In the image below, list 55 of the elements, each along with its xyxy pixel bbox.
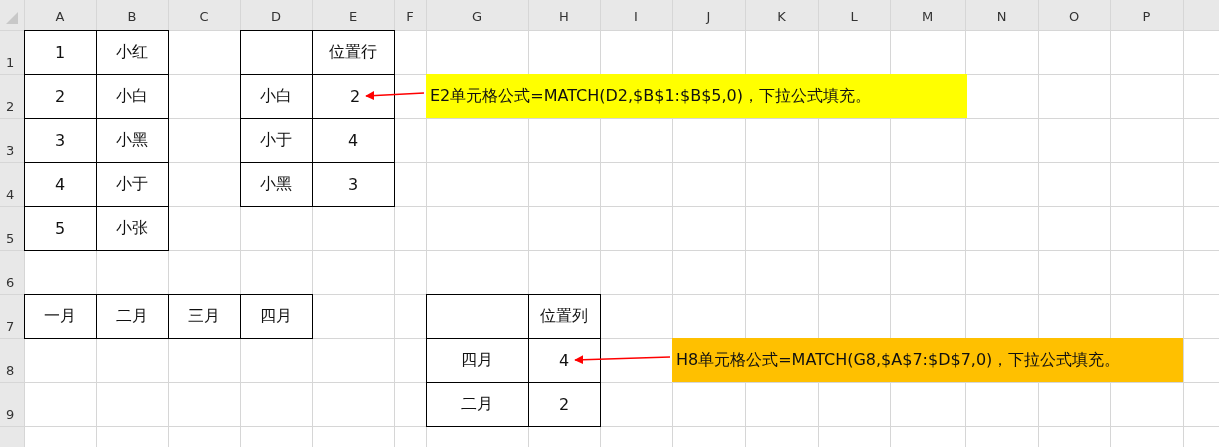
cell-value: 3 xyxy=(54,130,66,150)
cell-value: 小于 xyxy=(116,173,148,195)
row-number: 8 xyxy=(6,363,15,378)
column-header: D xyxy=(271,8,281,24)
cell-value: 2 xyxy=(343,86,367,106)
cell-value: 小红 xyxy=(116,41,148,63)
cell-value: 三月 xyxy=(188,305,220,327)
column-header: A xyxy=(55,8,65,24)
cell-value: 5 xyxy=(54,218,66,238)
cell-value: 小黑 xyxy=(260,173,292,195)
formula-note: H8单元格公式=MATCH(G8,$A$7:$D$7,0)，下拉公式填充。 xyxy=(672,338,1183,382)
column-header: N xyxy=(996,8,1007,24)
cell-value: 位置行 xyxy=(329,41,377,63)
column-header: P xyxy=(1142,8,1151,24)
cell-value: 4 xyxy=(54,174,66,194)
cell-value: 二月 xyxy=(461,393,493,415)
cell-value: 小白 xyxy=(260,85,292,107)
column-header: H xyxy=(559,8,569,24)
column-header: E xyxy=(348,8,358,24)
cell-value: 4 xyxy=(552,350,576,370)
column-header: C xyxy=(199,8,209,24)
cell-value: 小于 xyxy=(260,129,292,151)
arrow xyxy=(574,355,671,365)
row-number: 2 xyxy=(6,99,15,114)
cell-value: 小黑 xyxy=(116,129,148,151)
formula-note: E2单元格公式=MATCH(D2,$B$1:$B$5,0)，下拉公式填充。 xyxy=(426,74,967,118)
column-header: M xyxy=(921,8,934,24)
cell-value: 小白 xyxy=(116,85,148,107)
cell-value: 2 xyxy=(558,394,570,414)
row-number: 4 xyxy=(6,187,15,202)
cell-value: 4 xyxy=(347,130,359,150)
cell-value: 2 xyxy=(54,86,66,106)
column-header: O xyxy=(1068,8,1080,24)
column-header: F xyxy=(406,8,414,24)
arrow xyxy=(365,91,425,101)
row-number: 6 xyxy=(6,275,15,290)
cell-value: 小张 xyxy=(116,217,148,239)
cell-value: 二月 xyxy=(116,305,148,327)
row-number: 1 xyxy=(6,55,15,70)
cell-value: 1 xyxy=(54,42,66,62)
column-header: J xyxy=(706,8,711,24)
cell-value: 3 xyxy=(347,174,359,194)
row-number: 3 xyxy=(6,143,15,158)
row-number: 5 xyxy=(6,231,15,246)
row-number: 9 xyxy=(6,407,15,422)
row-number: 7 xyxy=(6,319,15,334)
column-header: I xyxy=(634,8,638,24)
column-header: K xyxy=(777,8,786,24)
cell-value: 四月 xyxy=(461,349,493,371)
cell-value: 四月 xyxy=(260,305,292,327)
cell-value: 位置列 xyxy=(540,305,588,327)
column-header: B xyxy=(127,8,137,24)
column-header: G xyxy=(471,8,483,24)
column-header: L xyxy=(850,8,858,24)
cell-value: 一月 xyxy=(44,305,76,327)
